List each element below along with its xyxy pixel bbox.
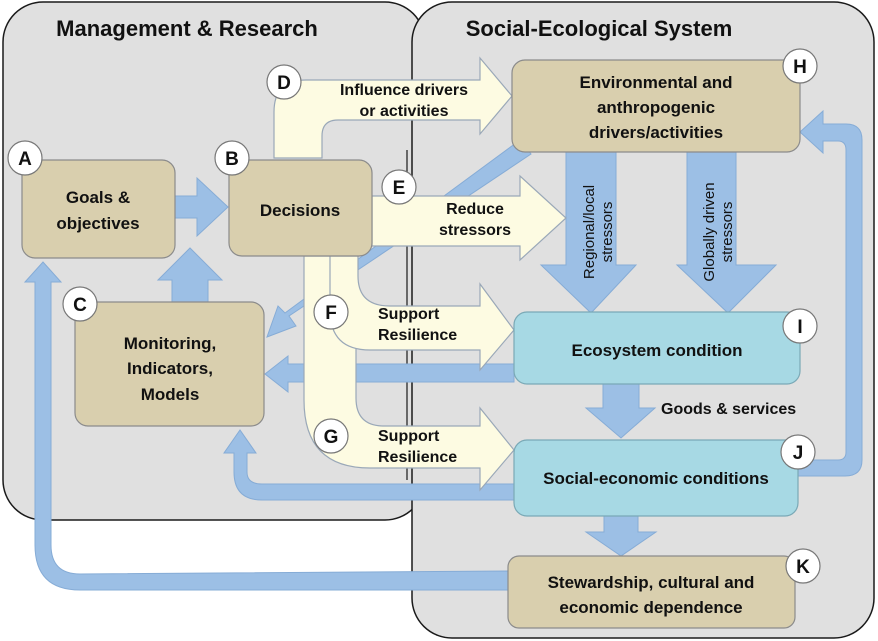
drivers-label-3: drivers/activities [589, 123, 723, 142]
label-support-f-2: Resilience [378, 327, 457, 344]
goals-label-1: Goals & [66, 188, 130, 207]
drivers-label-2: anthropogenic [597, 98, 715, 117]
label-support-f-1: Support [378, 306, 440, 323]
ecosystem-label: Ecosystem condition [572, 341, 743, 360]
monitoring-label-2: Indicators, [127, 359, 213, 378]
arrow-stewardship-to-goals [23, 261, 509, 591]
svg-text:D: D [277, 73, 291, 94]
arrow-social-to-stewardship [584, 515, 658, 557]
panel-title-management: Management & Research [56, 16, 318, 41]
arrow-goods-services [584, 383, 657, 439]
arrow-global-stressors [675, 149, 778, 314]
arrow-reduce-stressors [371, 174, 567, 262]
panel-title-ses: Social-Ecological System [466, 16, 733, 41]
badge-e: E [381, 169, 417, 205]
monitoring-label-3: Models [141, 385, 200, 404]
goals-box [21, 159, 176, 259]
label-support-g-2: Resilience [378, 449, 457, 466]
badge-j: J [780, 434, 816, 470]
svg-text:A: A [18, 149, 32, 170]
badge-k: K [785, 548, 821, 584]
badge-i: I [782, 308, 818, 344]
badge-a: A [7, 140, 43, 176]
arrow-social-to-monitoring [223, 429, 515, 501]
arrow-social-to-drivers [797, 109, 863, 477]
social-box [513, 439, 799, 517]
arrow-monitoring-to-decisions [156, 247, 224, 303]
svg-text:J: J [793, 443, 804, 464]
monitoring-box [74, 301, 265, 427]
label-influence-2: or activities [360, 103, 449, 120]
label-influence-1: Influence drivers [340, 82, 468, 99]
arrow-support-resilience-g [303, 255, 515, 492]
social-label: Social-economic conditions [543, 469, 769, 488]
svg-text:B: B [225, 149, 239, 170]
label-support-g-1: Support [378, 428, 440, 445]
stewardship-label-1: Stewardship, cultural and [548, 573, 755, 592]
badge-b: B [214, 140, 250, 176]
badge-g: G [313, 418, 349, 454]
badge-h: H [782, 48, 818, 84]
decisions-box [228, 159, 373, 257]
label-reduce-1: Reduce [446, 201, 504, 218]
svg-text:I: I [797, 317, 802, 338]
svg-text:E: E [393, 178, 406, 199]
stewardship-label-2: economic dependence [559, 598, 742, 617]
ecosystem-box [513, 311, 801, 385]
arrow-regional-stressors [539, 149, 638, 314]
label-reduce-2: stressors [439, 222, 511, 239]
badge-c: C [62, 286, 98, 322]
drivers-box [511, 59, 801, 153]
label-global-1: Globally driven [701, 182, 718, 281]
label-global-2: stressors [719, 202, 736, 263]
label-regional-2: stressors [599, 202, 616, 263]
goals-label-2: objectives [56, 214, 139, 233]
svg-text:C: C [73, 295, 87, 316]
badge-f: F [313, 294, 349, 330]
svg-text:K: K [796, 557, 810, 578]
decisions-label: Decisions [260, 201, 340, 220]
drivers-label-1: Environmental and [579, 73, 732, 92]
arrow-goals-to-decisions [174, 176, 229, 238]
svg-text:G: G [324, 427, 339, 448]
label-goods-services: Goods & services [661, 401, 796, 418]
svg-text:H: H [793, 57, 807, 78]
stewardship-box [507, 555, 796, 629]
label-regional-1: Regional/local [581, 185, 598, 279]
svg-text:F: F [325, 303, 337, 324]
badge-d: D [266, 64, 302, 100]
monitoring-label-1: Monitoring, [124, 334, 217, 353]
